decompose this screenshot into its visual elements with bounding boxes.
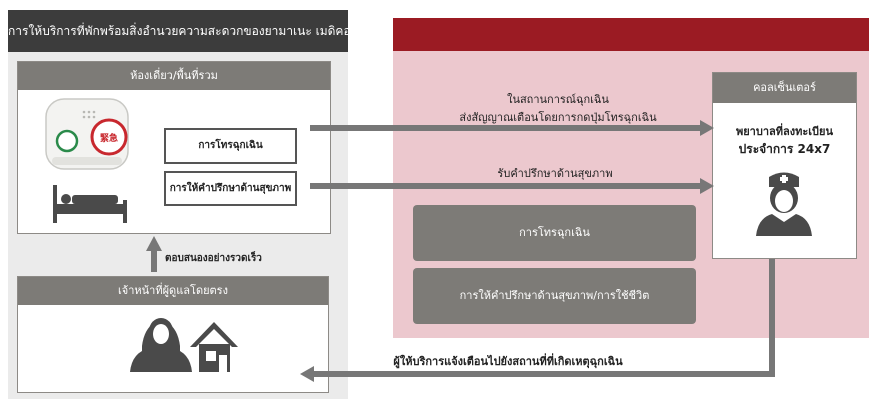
nurse-label: พยาบาลที่ลงทะเบียน bbox=[735, 125, 833, 138]
service-panel-bar bbox=[393, 18, 869, 51]
emergency-device-icon: 緊急 bbox=[45, 98, 129, 170]
nurse-availability: ประจำการ 24x7 bbox=[738, 142, 831, 156]
health-flow-label: รับคำปรึกษาด้านสุขภาพ bbox=[497, 167, 613, 180]
quick-response-label: ตอบสนองอย่างรวดเร็ว bbox=[165, 253, 262, 264]
bed-icon bbox=[53, 185, 127, 223]
notify-flow-label: ผู้ให้บริการแจ้งเตือนไปยังสถานที่ที่เกิด… bbox=[393, 355, 623, 368]
emergency-flow-label: ในสถานการณ์ฉุกเฉิน bbox=[507, 93, 609, 106]
service-emergency-call[interactable]: การโทรฉุกเฉิน bbox=[413, 205, 696, 261]
arrow-heads bbox=[146, 120, 714, 382]
call-center-header: คอลเซ็นเตอร์ bbox=[713, 73, 856, 103]
flow-arrows bbox=[151, 125, 775, 377]
house-icon bbox=[190, 322, 238, 372]
device-badge-text: 緊急 bbox=[100, 132, 118, 144]
emergency-flow-sublabel: ส่งสัญญาณเตือนโดยการกดปุ่มโทรฉุกเฉิน bbox=[459, 111, 657, 124]
emergency-call-button[interactable]: การโทรฉุกเฉิน bbox=[164, 128, 297, 164]
service-health-consult[interactable]: การให้คำปรึกษาด้านสุขภาพ/การใช้ชีวิต bbox=[413, 268, 696, 324]
room-header: ห้องเดี่ยว/พื้นที่รวม bbox=[18, 62, 330, 90]
facility-panel-title: การให้บริการที่พักพร้อมสิ่งอำนวยความสะดว… bbox=[8, 10, 358, 52]
notify-arrow bbox=[314, 259, 775, 377]
health-consult-button[interactable]: การให้คำปรึกษาด้านสุขภาพ bbox=[164, 171, 297, 206]
nurse-icon bbox=[756, 172, 812, 236]
woman-staff-icon bbox=[130, 318, 192, 372]
staff-header: เจ้าหน้าที่ผู้ดูแลโดยตรง bbox=[18, 277, 328, 305]
